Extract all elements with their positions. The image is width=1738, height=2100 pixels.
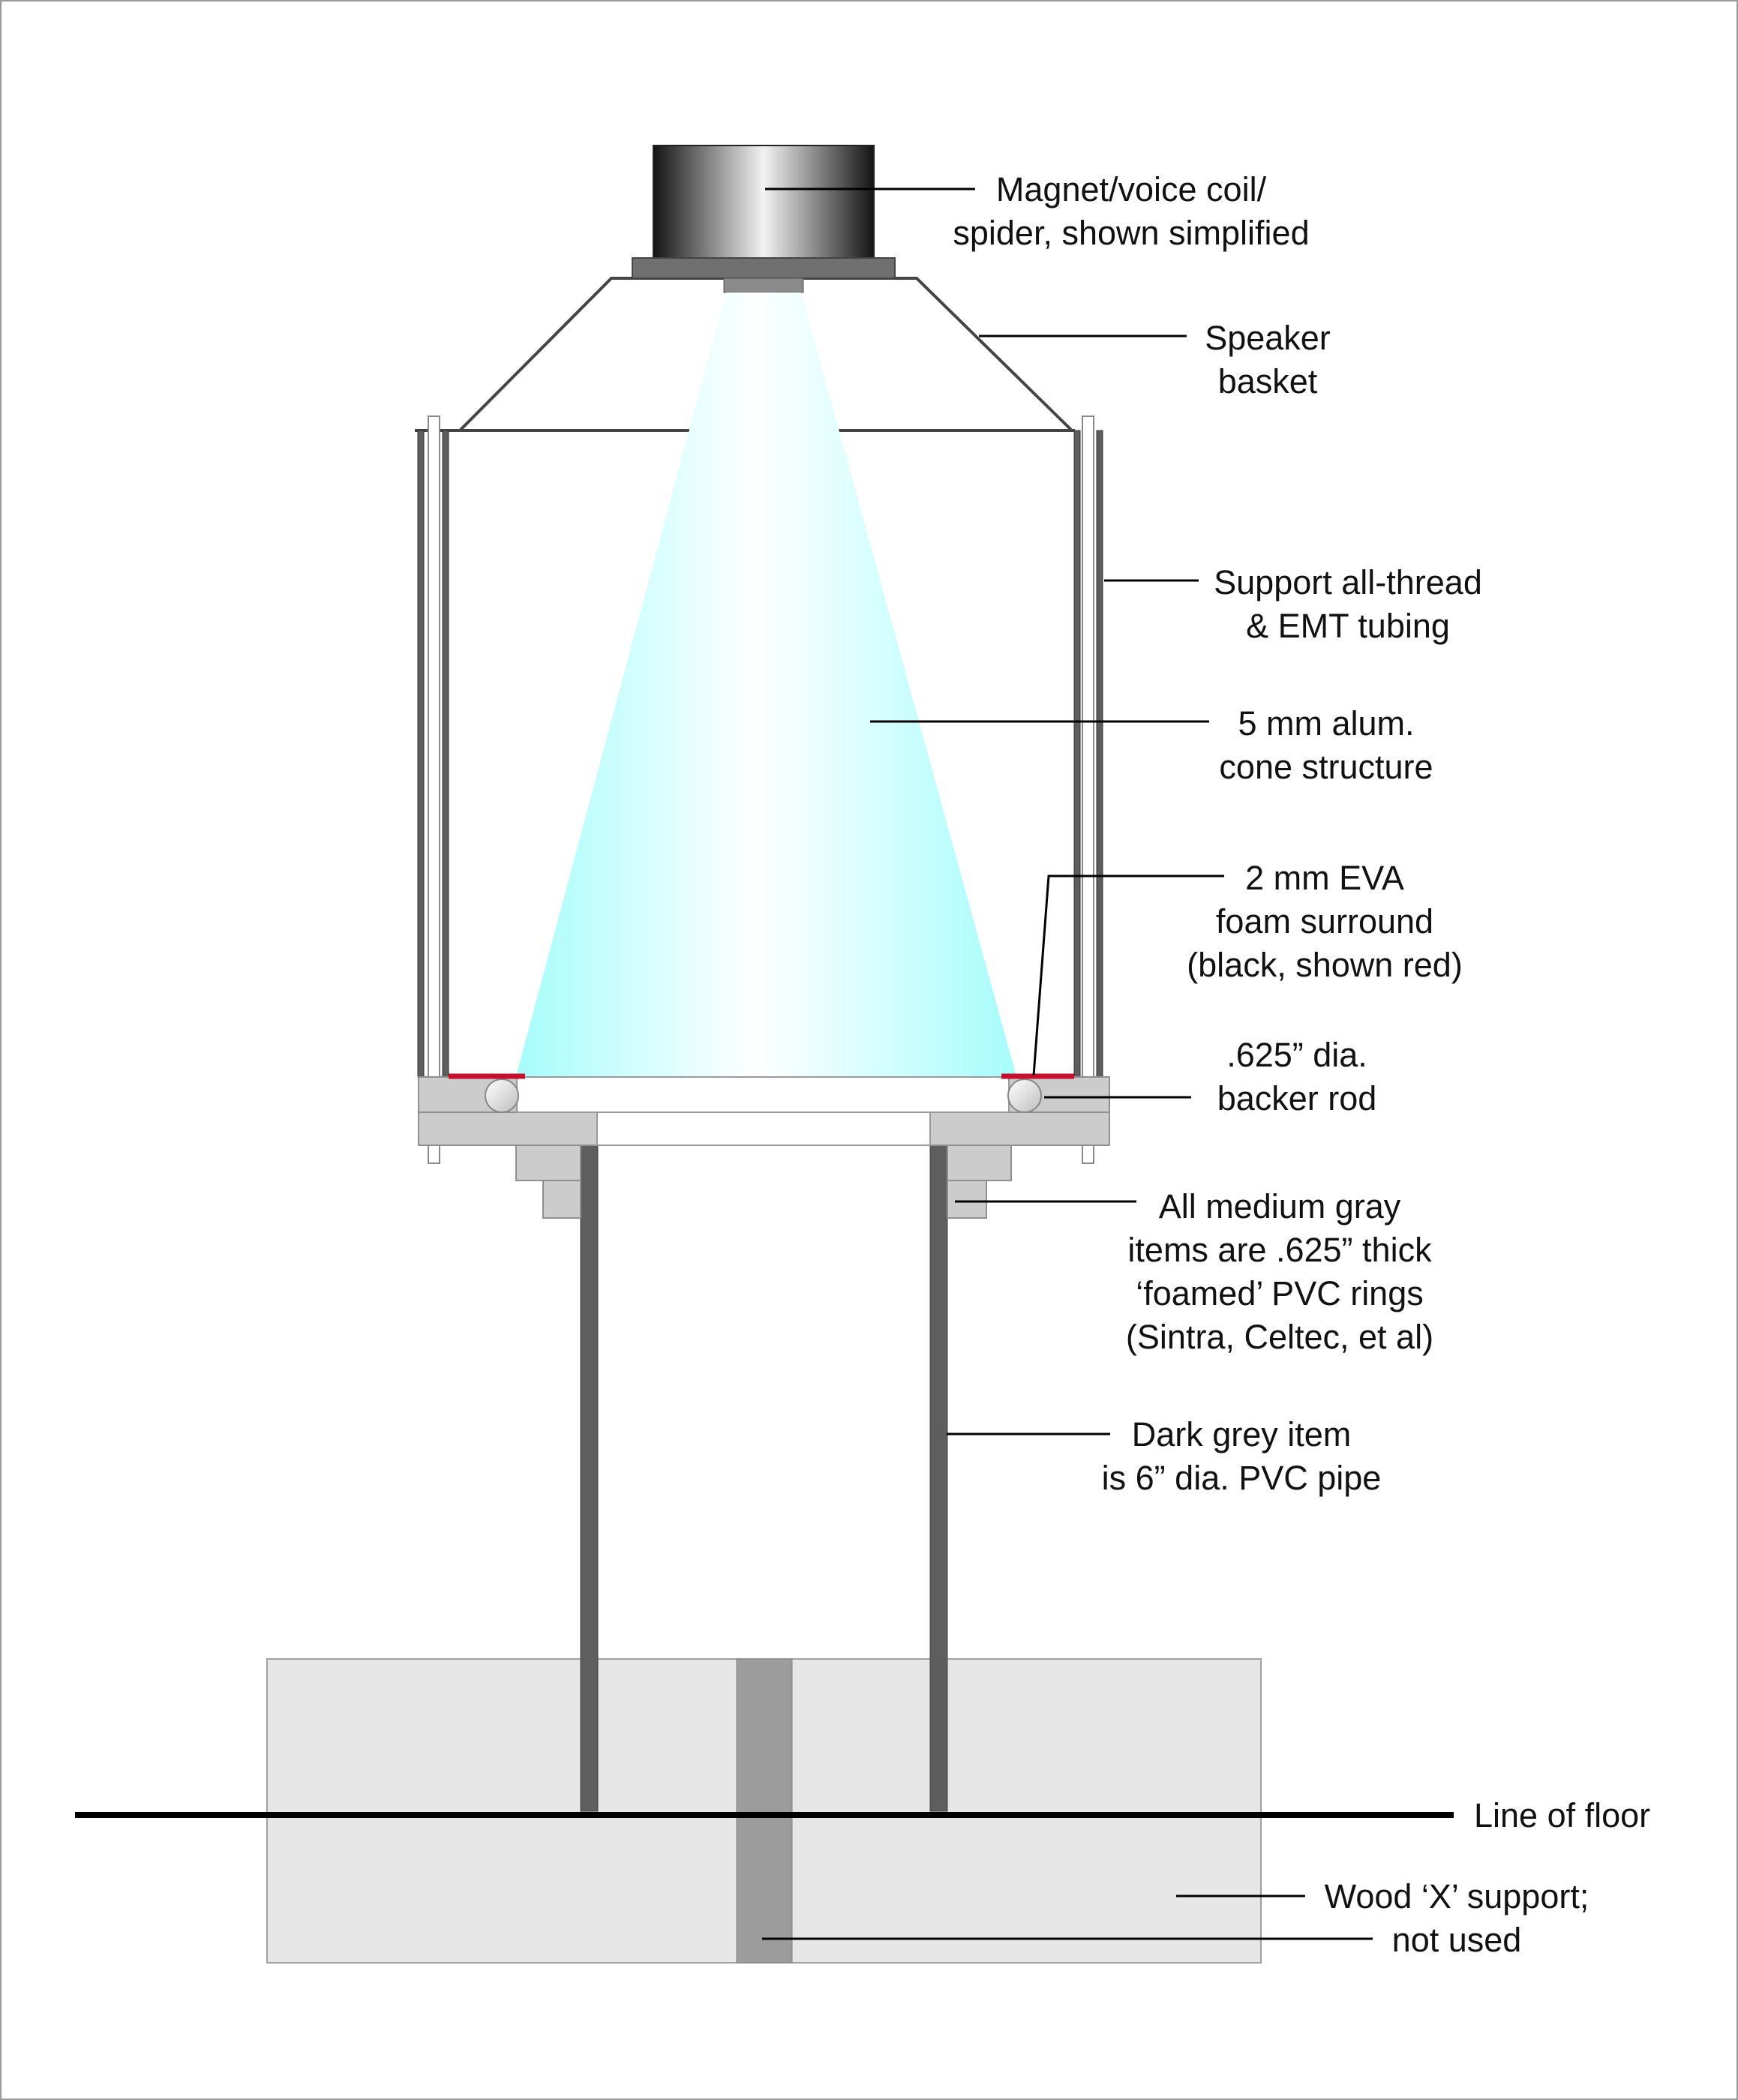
label-basket-line2: basket — [1218, 362, 1318, 400]
label-pvc-line1: All medium gray — [1159, 1187, 1401, 1226]
magnet-body — [653, 145, 875, 259]
label-cone-line2: cone structure — [1219, 748, 1433, 786]
leader-surround — [1032, 874, 1224, 1076]
label-pipe-line1: Dark grey item — [1132, 1415, 1352, 1454]
pvc-rings — [418, 1076, 1110, 1219]
label-magnet-line2: spider, shown simplified — [953, 214, 1309, 252]
pvc-pipe-right-wall — [929, 1144, 948, 1812]
label-backer-line1: .625” dia. — [1226, 1036, 1367, 1074]
pvc-pipe-left-wall — [580, 1144, 599, 1812]
wood-center-post — [736, 1658, 793, 1964]
wood-x-support — [266, 1658, 1262, 1964]
pvc-step-right-2 — [947, 1180, 987, 1219]
label-pvc-line4: (Sintra, Celtec, et al) — [1126, 1318, 1433, 1356]
emt-tube-right-outer — [1096, 430, 1103, 1078]
label-surround-line3: (black, shown red) — [1187, 946, 1463, 984]
emt-tube-left-outer — [417, 430, 425, 1078]
leader-lines — [762, 188, 1373, 1940]
pvc-ring-main-right — [929, 1112, 1110, 1146]
label-basket-line1: Speaker — [1205, 319, 1331, 357]
label-surround-line2: foam surround — [1216, 902, 1433, 940]
magnet-assembly — [632, 145, 896, 293]
pipe-mouth-gap — [596, 1112, 931, 1146]
pvc-step-right-1 — [947, 1144, 1012, 1181]
emt-tube-right-inner — [1073, 430, 1081, 1078]
support-left — [417, 416, 449, 1164]
voice-coil-former — [723, 278, 804, 293]
label-magnet-line1: Magnet/voice coil/ — [996, 170, 1267, 208]
label-wood-line1: Wood ‘X’ support; — [1325, 1877, 1589, 1916]
support-right — [1073, 416, 1103, 1164]
pvc-step-left-2 — [542, 1180, 581, 1219]
label-floor: Line of floor — [1474, 1796, 1650, 1834]
pvc-step-left-1 — [515, 1144, 581, 1181]
label-pipe-line2: is 6” dia. PVC pipe — [1102, 1459, 1382, 1497]
backer-rod-right — [1007, 1078, 1042, 1113]
label-cone-line1: 5 mm alum. — [1238, 704, 1414, 742]
magnet-top-plate — [632, 257, 896, 279]
callout-labels: Magnet/voice coil/ spider, shown simplif… — [953, 170, 1650, 1959]
all-thread-rod-right — [1082, 416, 1094, 1164]
label-surround-line1: 2 mm EVA — [1245, 859, 1404, 897]
backer-rod-left — [485, 1078, 519, 1113]
label-support-line1: Support all-thread — [1214, 563, 1482, 602]
all-thread-rod-left — [428, 416, 440, 1164]
emt-tube-left-inner — [442, 430, 449, 1078]
inner-spacer-ring — [516, 1076, 1010, 1113]
label-support-line2: & EMT tubing — [1246, 607, 1450, 645]
pvc-ring-main-left — [418, 1112, 598, 1146]
label-backer-line2: backer rod — [1217, 1079, 1377, 1118]
label-pvc-line2: items are .625” thick — [1127, 1231, 1432, 1269]
label-wood-line2: not used — [1392, 1921, 1522, 1959]
aluminum-cone — [516, 292, 1016, 1076]
label-pvc-line3: ‘foamed’ PVC rings — [1136, 1274, 1424, 1312]
